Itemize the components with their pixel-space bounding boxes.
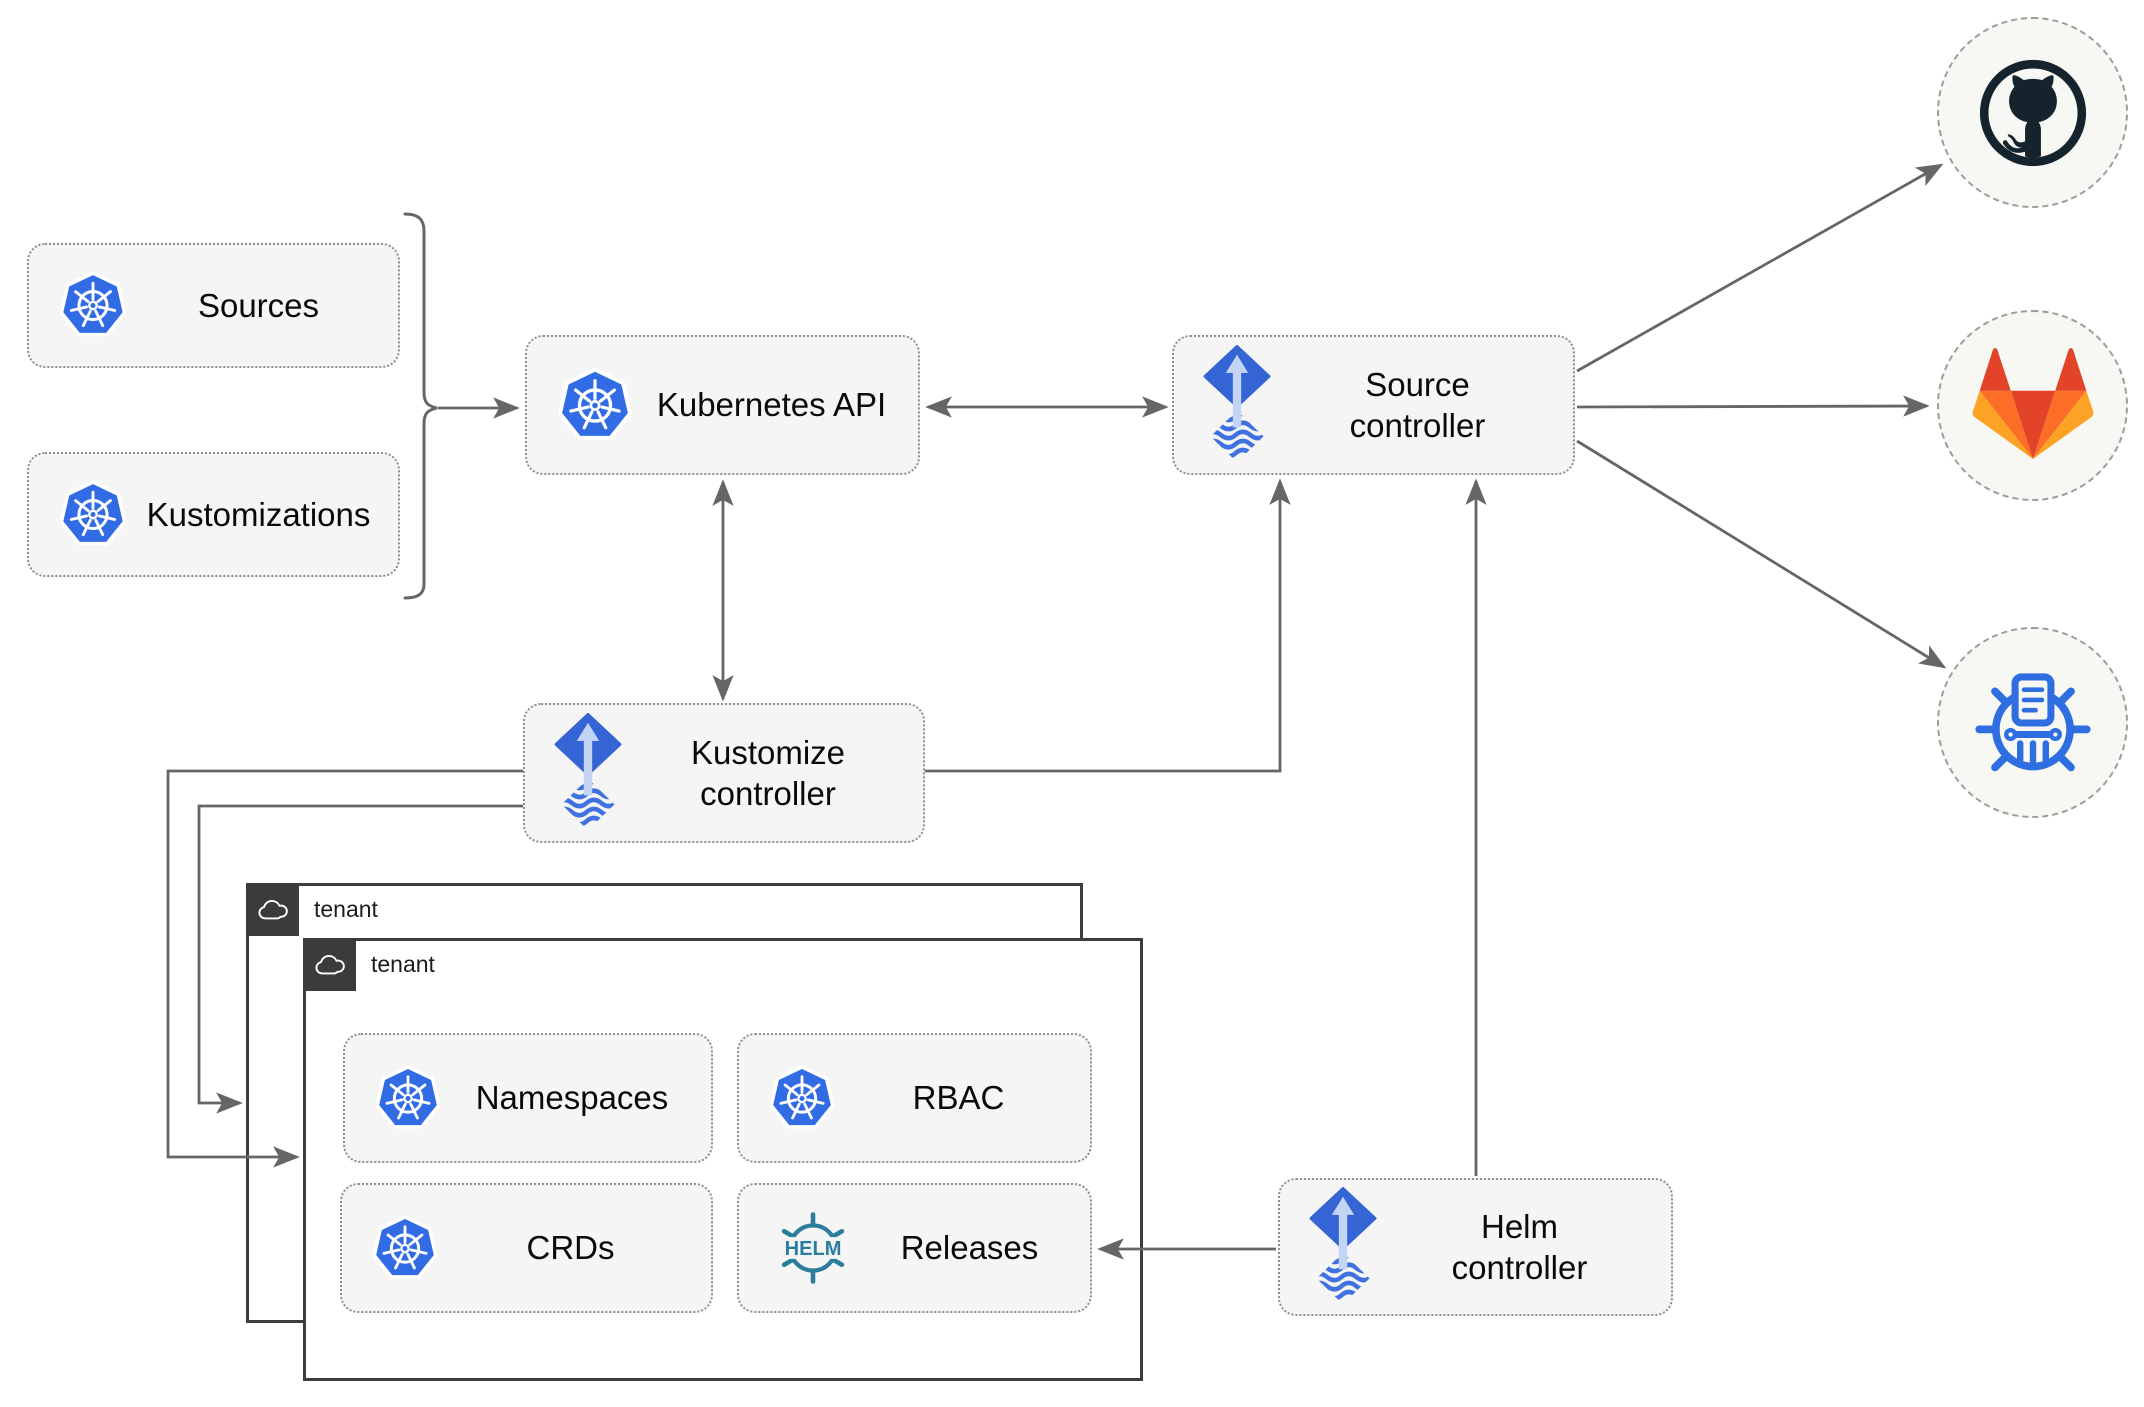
connector-source-to-chart-registry: [1576, 439, 1947, 669]
connector-source-to-github: [1576, 163, 1944, 373]
cloud-icon: [311, 949, 349, 980]
bracket-sources-group: [403, 212, 438, 600]
kubernetes-icon: [767, 1062, 837, 1135]
github-icon: [1979, 59, 2086, 166]
node-namespaces-label: Namespaces: [475, 1079, 669, 1117]
gitlab-icon: [1972, 347, 2093, 459]
node-kustomizations-label: Kustomizations: [146, 495, 371, 533]
tenant-label-outer: tenant: [314, 896, 378, 922]
node-helm-controller-label: Helm controller: [1451, 1207, 1588, 1286]
node-kustomizations: Kustomizations: [27, 452, 400, 577]
flux-icon: [1202, 345, 1272, 465]
flux-icon: [553, 713, 623, 833]
helm-icon: HELM: [767, 1206, 859, 1290]
node-kustomize-controller-label: Kustomize controller: [690, 733, 846, 812]
kubernetes-icon: [57, 268, 129, 343]
chartmuseum-icon: [1974, 672, 2091, 771]
connector-kustomize-to-source-controller: [925, 478, 1291, 773]
node-sources: Sources: [27, 243, 400, 368]
endpoint-chart-registry: [1937, 627, 2128, 818]
kubernetes-icon: [57, 477, 129, 552]
tenant-label-inner: tenant: [371, 951, 435, 977]
endpoint-gitlab: [1937, 310, 2128, 501]
flux-icon: [1308, 1187, 1378, 1307]
node-crds: CRDs: [340, 1183, 713, 1313]
node-releases-label: Releases: [900, 1229, 1039, 1267]
node-kubernetes-api-label: Kubernetes API: [656, 386, 887, 424]
node-kustomize-controller: Kustomize controller: [523, 703, 925, 843]
kubernetes-icon: [555, 364, 635, 447]
tenant-tab-outer: [246, 883, 299, 936]
node-kubernetes-api: Kubernetes API: [525, 335, 920, 475]
node-helm-controller: Helm controller: [1278, 1178, 1673, 1316]
node-rbac-label: RBAC: [912, 1079, 1005, 1117]
node-sources-label: Sources: [197, 286, 320, 324]
node-rbac: RBAC: [737, 1033, 1092, 1163]
endpoint-github: [1937, 17, 2128, 208]
node-namespaces: Namespaces: [343, 1033, 713, 1163]
connector-source-to-gitlab: [1576, 395, 1930, 417]
node-crds-label: CRDs: [526, 1229, 615, 1267]
cloud-icon: [254, 894, 292, 925]
kubernetes-icon: [373, 1062, 443, 1135]
kubernetes-icon: [370, 1212, 440, 1285]
node-releases: HELM Releases: [737, 1183, 1092, 1313]
tenant-tab-inner: [303, 938, 356, 991]
node-source-controller: Source controller: [1172, 335, 1575, 475]
helm-wordmark: HELM: [785, 1238, 842, 1260]
node-source-controller-label: Source controller: [1349, 365, 1486, 444]
